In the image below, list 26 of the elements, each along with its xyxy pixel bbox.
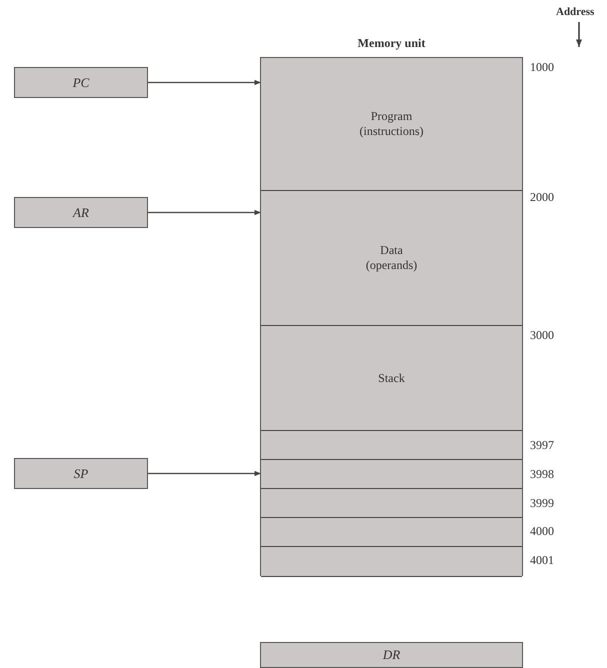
address-number: 4001 [530, 553, 554, 568]
arrow [148, 80, 261, 86]
address-number: 1000 [530, 60, 554, 75]
register-name: PC [72, 74, 90, 90]
address-number: 3998 [530, 467, 554, 482]
register-name: SP [74, 466, 88, 482]
register-name: DR [382, 647, 400, 663]
register-box [14, 197, 148, 228]
section-subtitle: (instructions) [360, 124, 424, 139]
address-number: 2000 [530, 190, 554, 205]
register-name: AR [73, 204, 89, 220]
section-title: Stack [378, 370, 405, 386]
section-subtitle: (operands) [366, 258, 418, 273]
address-number: 4000 [530, 524, 554, 539]
arrow [148, 470, 261, 476]
register-box [260, 642, 523, 668]
register-box [14, 458, 148, 489]
arrow [148, 210, 261, 216]
address-number: 3999 [530, 496, 554, 511]
register-box [14, 67, 148, 98]
address-number: 3000 [530, 328, 554, 343]
column-heading: Address [556, 6, 594, 18]
address-number: 3997 [530, 438, 554, 453]
section-title: Program [370, 109, 412, 124]
section-title: Data [380, 243, 403, 258]
memory-heading: Memory unit [356, 36, 426, 51]
